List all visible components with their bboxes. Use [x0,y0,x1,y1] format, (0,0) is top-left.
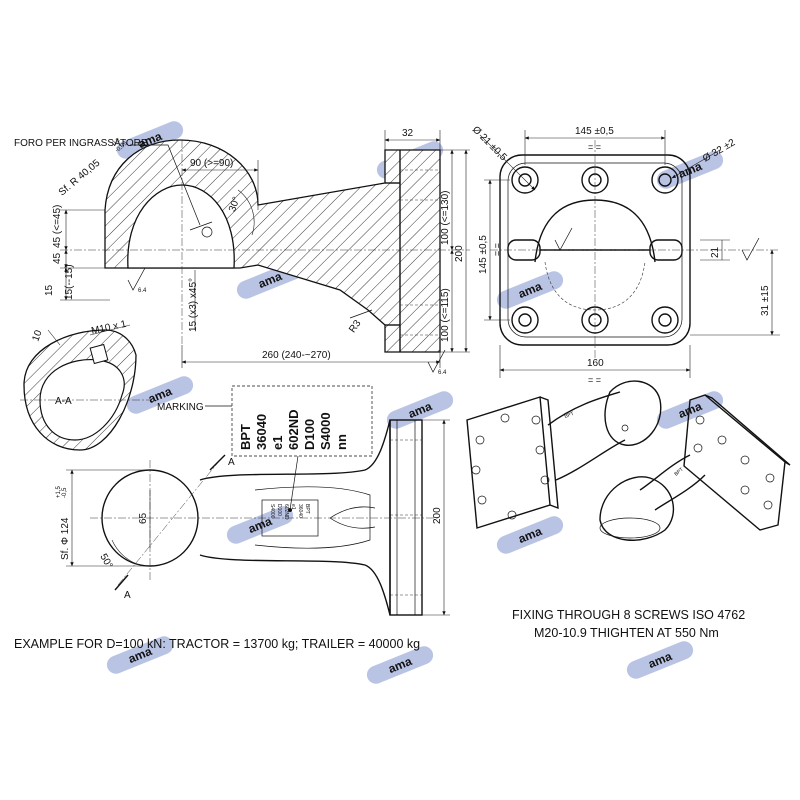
marking-line: e1 [270,436,285,450]
marking-line: 602ND [286,410,301,450]
dim-160: 160 [587,358,604,369]
marking-text-block: BPT 36040 e1 602ND D100 S4000 nn [238,410,349,450]
eq-top: = = [588,142,601,152]
dim-10: 10 [30,328,44,343]
dim-15b: 15(--15) [64,264,75,300]
small-marking-line: 36040 [297,504,303,518]
sf-r-tol-up: -0,2 [110,137,122,149]
roughness-value: 6.4 [438,370,447,376]
sf-r-label: Sf. R 40,05 [57,157,103,198]
dim-100b: 100 (<=115) [440,288,451,342]
iso-marking: BPT [673,467,684,478]
dim-260: 260 (240-~270) [262,350,331,361]
dim-200a: 200 [454,245,465,262]
marking-line: BPT [238,424,253,450]
iso-marking: BPT [564,411,575,420]
dim-15x3: 15 (x3) x45° [188,278,199,332]
section-a-a: A-A M10 x 1 10 [20,319,150,451]
foro-label: FORO PER INGRASSATORE [14,138,148,149]
fixing-note-line2: M20-10.9 THIGHTEN AT 550 Nm [534,626,719,640]
eq-left: = = [492,243,502,256]
dim-30deg: 30° [227,195,243,213]
dim-145b: 145 ±0,5 [478,235,489,274]
top-view: BPT 36040 e1 602ND D100 S4000 BPT 36040 … [56,385,450,616]
dim-65: 65 [138,512,149,524]
small-marking-line: e1 [290,504,296,510]
small-marking-line: S4000 [269,504,275,519]
roughness-value: 6.4 [138,288,147,294]
dim-21: 21 [710,246,721,258]
dim-15a: 15 [44,284,55,296]
eq-bottom: = = [588,375,601,385]
marking-line: nn [334,434,349,450]
small-marking-line: BPT [304,504,310,514]
notes: EXAMPLE FOR D=100 kN: TRACTOR = 13700 kg… [14,608,745,651]
dim-145a: 145 ±0,5 [575,126,614,137]
dim-31: 31 ±15 [760,285,771,316]
dim-45b: 45 [52,252,63,264]
dim-90: 90 (>=90) [190,158,233,169]
marking-line: 36040 [254,414,269,450]
dim-100a: 100 (<=130) [440,191,451,246]
dim-32: 32 [402,128,414,139]
fixing-note-line1: FIXING THROUGH 8 SCREWS ISO 4762 [512,608,745,622]
front-view: Ø 21 ±0,5 Ø 32 ±2 145 ±0,5 = = 145 ±0,5 … [470,124,780,385]
marking-line: S4000 [318,412,333,450]
dim-200b: 200 [432,507,443,524]
cut-a-top: A [228,457,235,468]
isometric-view-right: BPT [599,394,791,541]
dia-21: Ø 21 ±0,5 [470,124,509,163]
marking-line: D100 [302,419,317,450]
sf-124-label: Sf. Φ 124 [60,517,71,560]
sf-124-tol-up: +1,5 [56,485,62,498]
dim-r3: R3 [347,318,364,335]
section-label: A-A [55,396,72,407]
dim-50deg: 50° [97,552,114,571]
small-marking-line: 602ND [283,504,289,520]
cut-a-bottom: A [124,590,131,601]
example-note: EXAMPLE FOR D=100 kN: TRACTOR = 13700 kg… [14,637,420,651]
sf-124-tol-dn: -0,5 [62,487,68,498]
marking-label: MARKING [157,402,204,413]
small-marking-line: D100 [276,504,282,516]
dim-45a: 45 (<=45) [52,205,63,248]
isometric-view-left: BPT [466,380,662,529]
